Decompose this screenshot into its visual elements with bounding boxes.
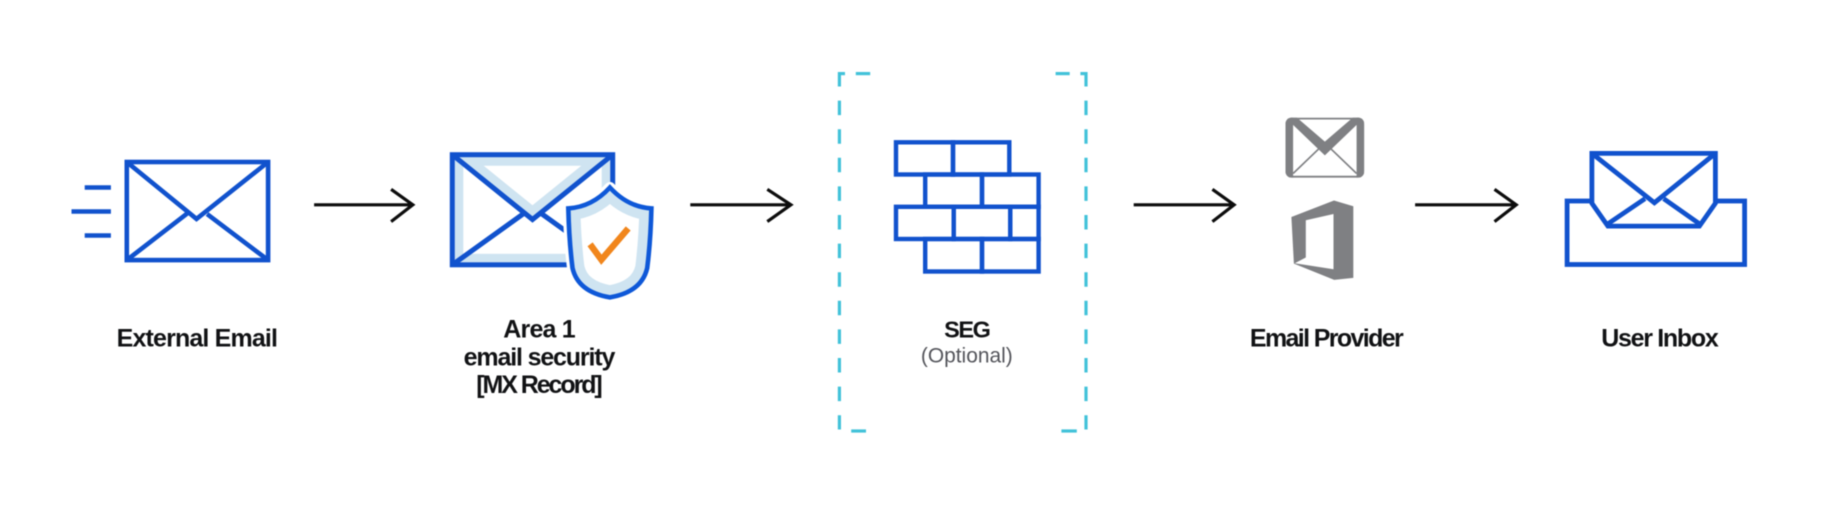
svg-text:SEG: SEG — [944, 317, 991, 343]
svg-text:User Inbox: User Inbox — [1601, 325, 1719, 353]
svg-text:External Email: External Email — [117, 325, 278, 353]
svg-text:Area 1: Area 1 — [503, 315, 575, 343]
svg-text:[MX Record]: [MX Record] — [476, 371, 603, 399]
svg-text:email security: email security — [464, 343, 616, 371]
svg-text:Email Provider: Email Provider — [1250, 325, 1404, 353]
svg-text:(Optional): (Optional) — [921, 345, 1013, 368]
